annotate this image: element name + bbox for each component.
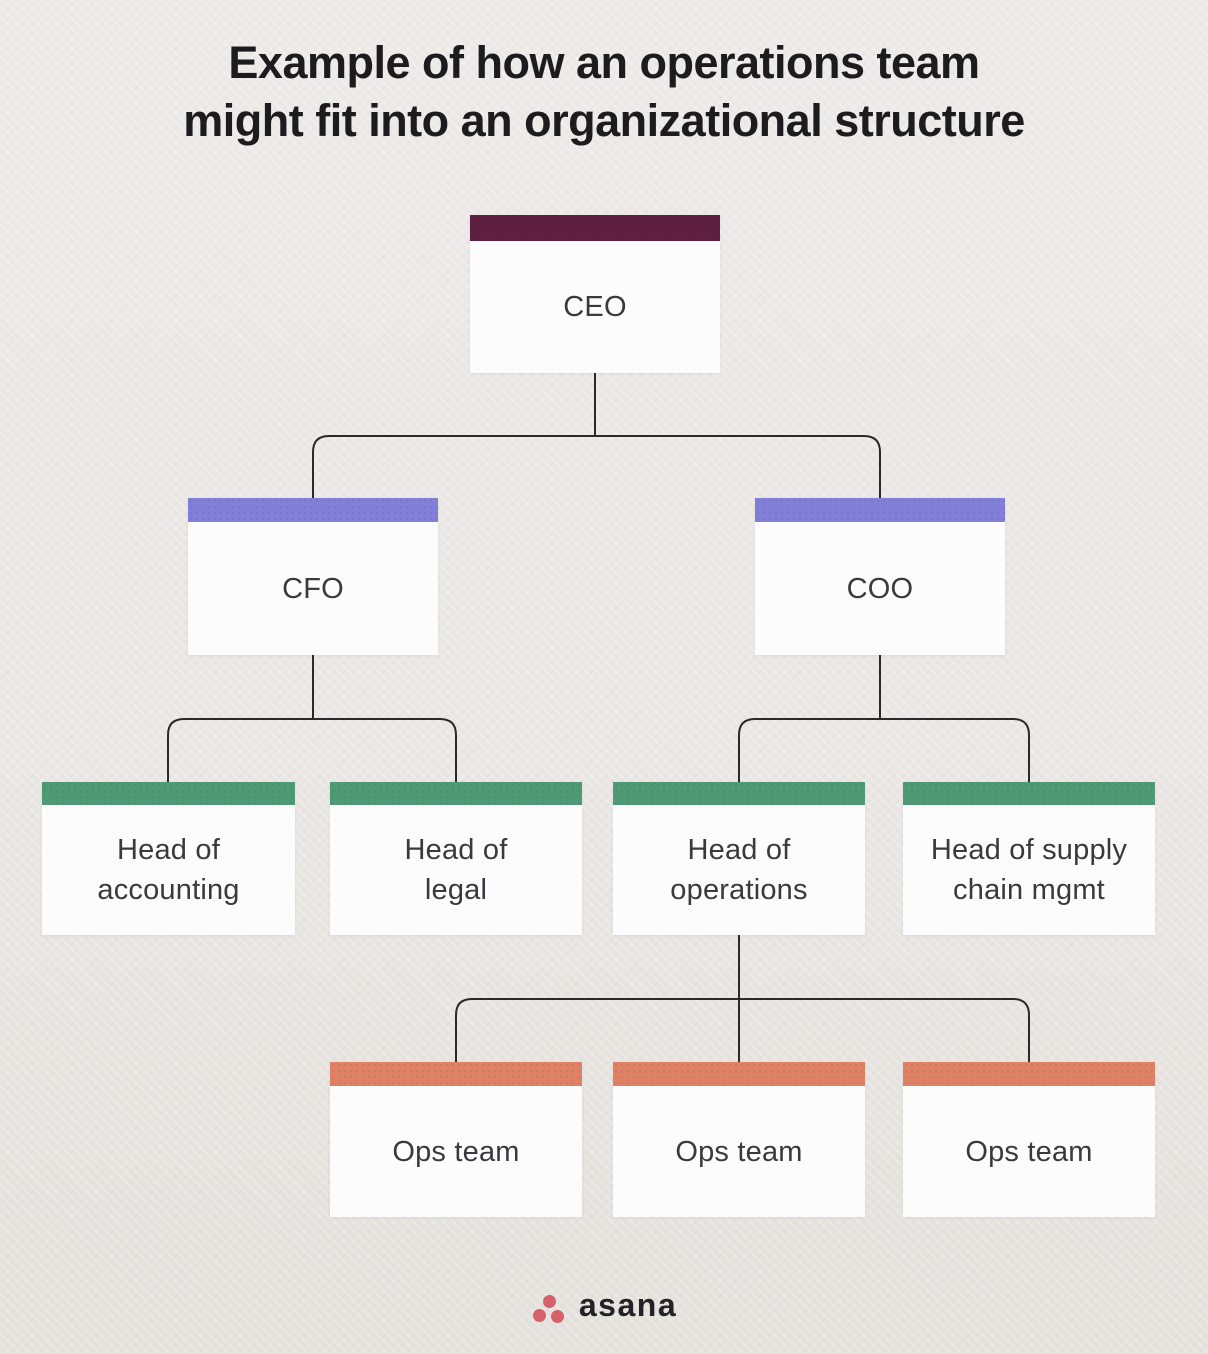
node-label: Head of accounting: [97, 834, 240, 906]
node-label: COO: [846, 572, 914, 605]
title-line-2: might fit into an organizational structu…: [183, 95, 1025, 146]
connector-cfo-children: [167, 654, 457, 783]
org-node-cfo: CFO: [188, 498, 438, 655]
asana-logo-dot: [532, 1309, 546, 1322]
org-node-ops-team-3: Ops team: [903, 1062, 1155, 1217]
node-color-bar: [330, 1062, 582, 1086]
node-color-bar: [470, 215, 720, 241]
node-label: Ops team: [392, 1135, 520, 1168]
node-color-bar: [755, 498, 1005, 522]
page-title: Example of how an operations team might …: [0, 34, 1208, 150]
footer-brand: asana: [0, 1284, 1208, 1330]
asana-logo-icon: [531, 1291, 565, 1323]
node-label: Ops team: [675, 1135, 803, 1168]
org-node-head-of-supply-chain: Head of supply chain mgmt: [903, 782, 1155, 935]
org-node-head-of-accounting: Head of accounting: [42, 782, 295, 935]
node-label: CFO: [282, 572, 344, 605]
node-label: Ops team: [965, 1135, 1093, 1168]
org-node-ops-team-1: Ops team: [330, 1062, 582, 1217]
node-color-bar: [330, 782, 582, 805]
node-label: CEO: [563, 291, 627, 323]
asana-logo-dot: [542, 1295, 556, 1308]
node-color-bar: [42, 782, 295, 805]
connector-ceo-children: [312, 372, 881, 499]
node-color-bar: [188, 498, 438, 522]
org-node-coo: COO: [755, 498, 1005, 655]
node-color-bar: [613, 782, 865, 805]
node-label: Head of supply chain mgmt: [930, 834, 1128, 906]
node-label: Head of legal: [404, 834, 508, 906]
node-color-bar: [613, 1062, 865, 1086]
connector-coo-children: [738, 654, 1030, 783]
node-label: Head of operations: [670, 834, 808, 906]
asana-logo-dot: [550, 1310, 564, 1323]
asana-wordmark: asana: [578, 1287, 678, 1323]
org-node-head-of-legal: Head of legal: [330, 782, 582, 935]
node-color-bar: [903, 782, 1155, 805]
title-line-1: Example of how an operations team: [228, 37, 980, 88]
connector-operations-children: [455, 934, 1030, 1063]
org-node-ops-team-2: Ops team: [613, 1062, 865, 1217]
org-node-ceo: CEO: [470, 215, 720, 373]
node-color-bar: [903, 1062, 1155, 1086]
org-node-head-of-operations: Head of operations: [613, 782, 865, 935]
